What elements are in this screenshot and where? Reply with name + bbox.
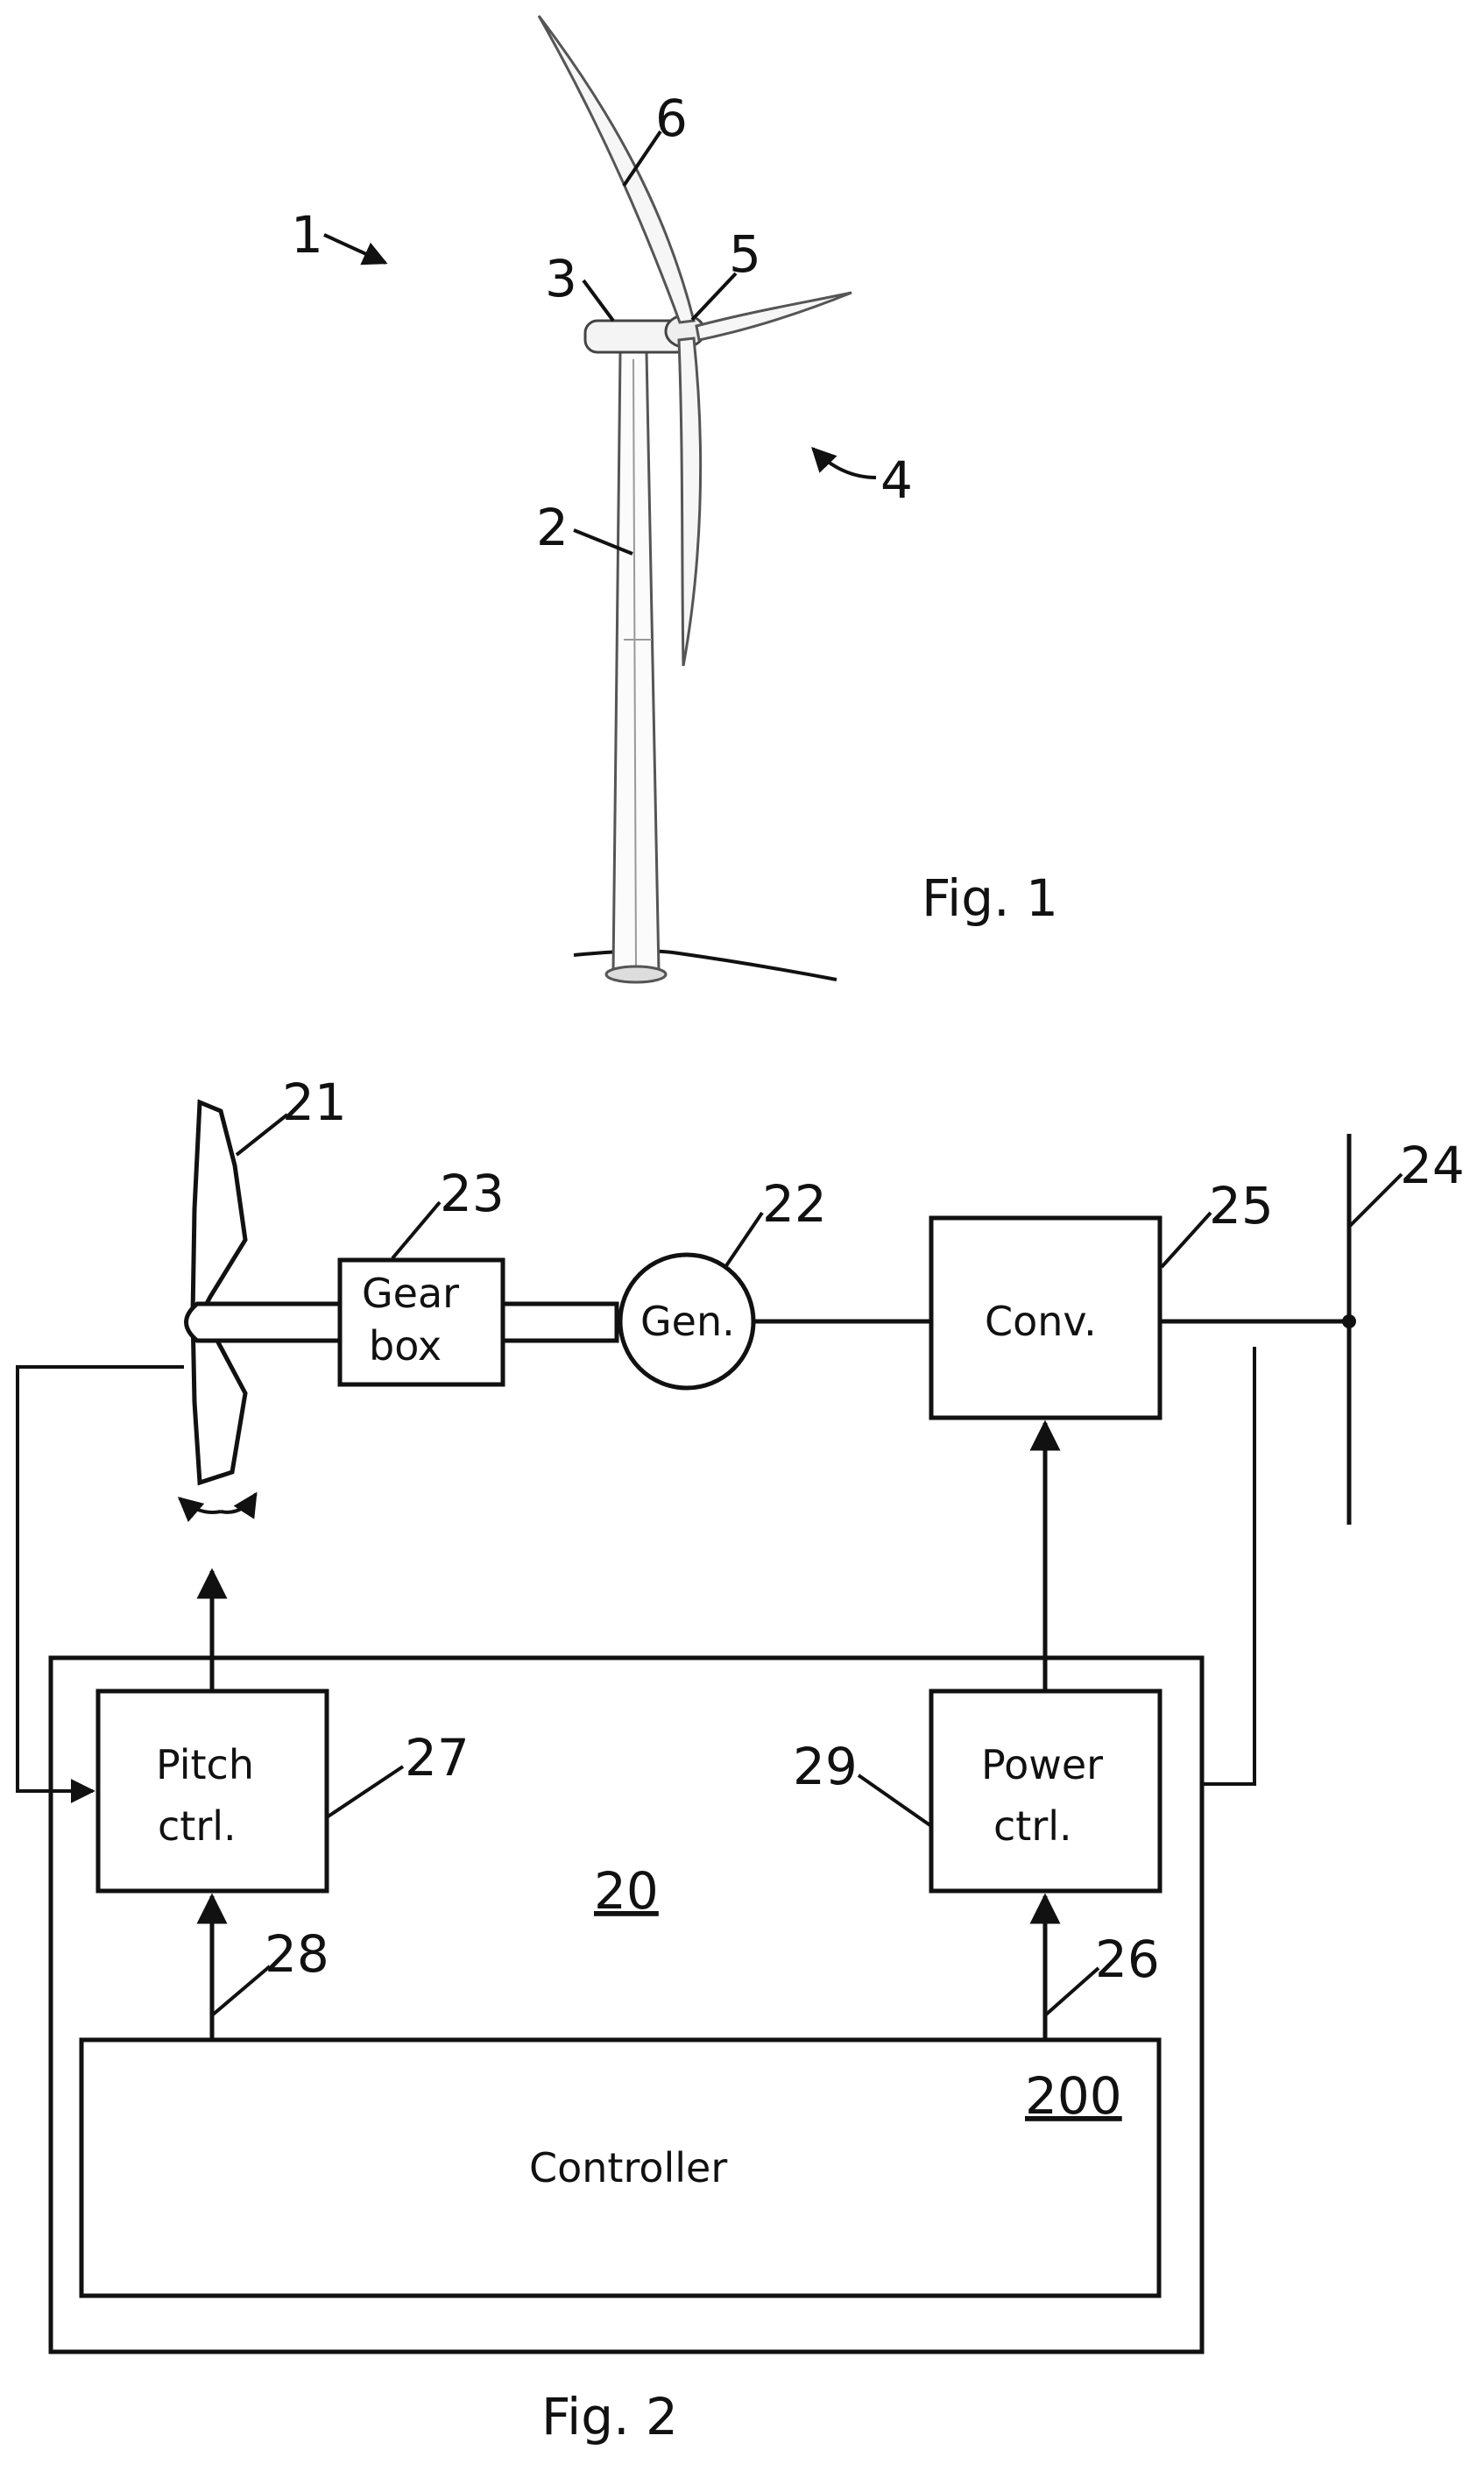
fig2-block-diagram: Gear box Gen. Conv. 20 Pitch ctrl. Power… (18, 1073, 1465, 2446)
label-20: 20 (594, 1861, 659, 1921)
pitch-ctrl-text-1: Pitch (156, 1741, 254, 1788)
label-2: 2 (536, 498, 569, 557)
controller-text: Controller (529, 2144, 727, 2191)
fig2-caption: Fig. 2 (541, 2387, 678, 2446)
label-4: 4 (880, 450, 913, 510)
label-3: 3 (545, 249, 577, 308)
label-28: 28 (265, 1924, 329, 1984)
label-26: 26 (1095, 1929, 1160, 1989)
label-27: 27 (405, 1728, 470, 1788)
pitch-ctrl-box (98, 1691, 327, 1891)
label-6: 6 (655, 88, 688, 148)
power-ctrl-text-2: ctrl. (993, 1802, 1072, 1850)
converter-text: Conv. (985, 1298, 1097, 1345)
label-29: 29 (793, 1737, 858, 1796)
power-ctrl-box (931, 1691, 1160, 1891)
gearbox-text-1: Gear (362, 1270, 459, 1317)
label-22: 22 (762, 1174, 827, 1234)
generator-text: Gen. (640, 1298, 735, 1345)
power-ctrl-text-1: Power (981, 1741, 1103, 1788)
blade-right (696, 293, 852, 340)
label-23: 23 (440, 1164, 505, 1223)
blade-lower (679, 338, 701, 666)
rotor-shaft (187, 1304, 343, 1341)
label-24: 24 (1400, 1136, 1465, 1195)
pitch-ctrl-text-2: ctrl. (158, 1802, 237, 1850)
fig1-caption: Fig. 1 (922, 868, 1058, 928)
blade-21 (193, 1102, 245, 1483)
fig1-wind-turbine: 1 6 3 5 4 2 Fig. 1 (291, 16, 1058, 982)
generator-shaft (503, 1304, 617, 1341)
label-21: 21 (282, 1073, 347, 1132)
label-200: 200 (1025, 2066, 1122, 2126)
label-25: 25 (1209, 1176, 1274, 1235)
label-1: 1 (291, 205, 323, 265)
gearbox-text-2: box (369, 1322, 442, 1370)
tower-base (606, 966, 666, 982)
